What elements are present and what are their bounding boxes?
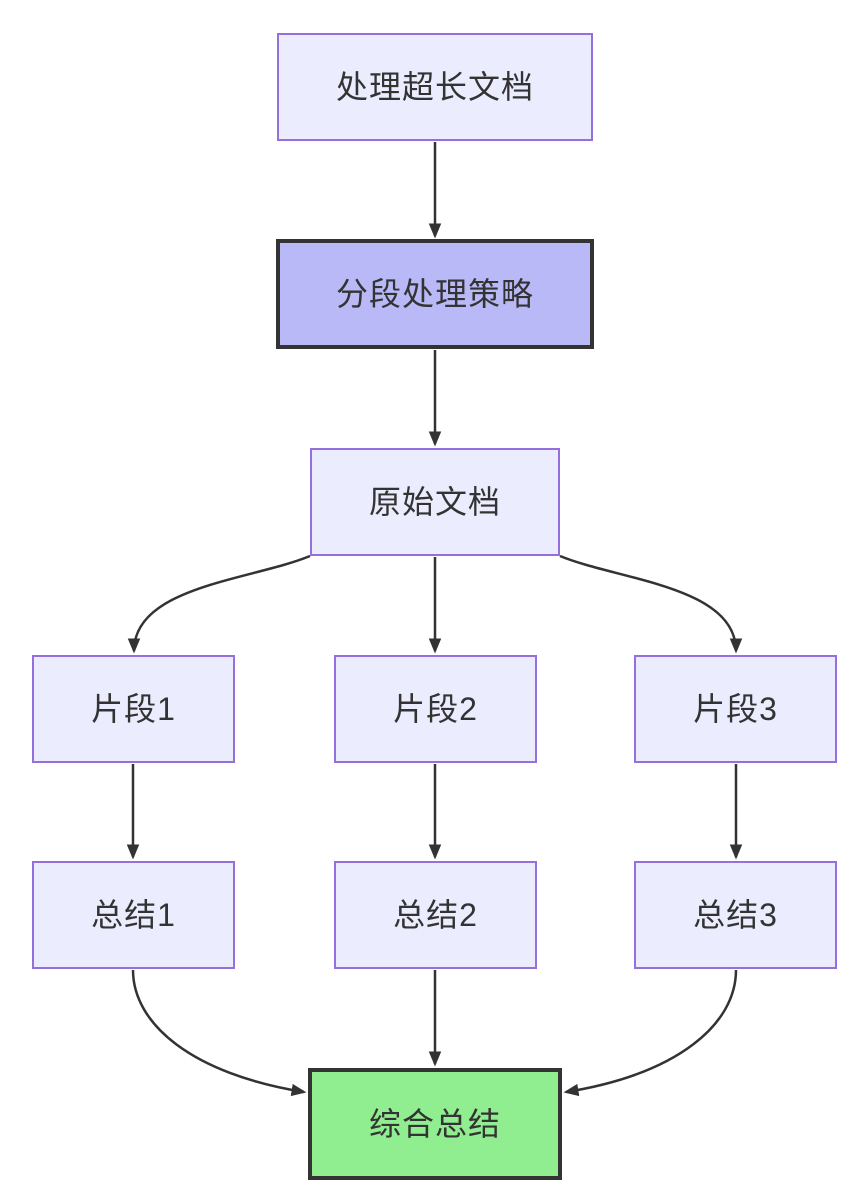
node-label: 片段3 xyxy=(693,690,778,727)
node-summary-1: 总结1 xyxy=(32,861,235,969)
node-label: 总结1 xyxy=(91,896,176,933)
edge-E3-F xyxy=(563,969,738,1097)
node-segment-strategy: 分段处理策略 xyxy=(276,239,594,349)
node-fragment-2: 片段2 xyxy=(334,655,537,763)
edge-group xyxy=(126,142,743,1097)
node-label: 片段1 xyxy=(91,690,176,727)
node-label: 处理超长文档 xyxy=(335,68,534,105)
edge-C-D1 xyxy=(127,554,311,654)
edge-E1-F xyxy=(131,969,307,1097)
node-label: 总结2 xyxy=(393,896,478,933)
node-label: 综合总结 xyxy=(368,1105,501,1142)
node-label: 分段处理策略 xyxy=(335,275,534,312)
node-handle-long-document: 处理超长文档 xyxy=(277,33,593,141)
node-fragment-1: 片段1 xyxy=(32,655,235,763)
node-summary-3: 总结3 xyxy=(634,861,837,969)
node-label: 原始文档 xyxy=(368,483,501,520)
edge-C-D3 xyxy=(559,554,743,654)
node-label: 总结3 xyxy=(693,896,778,933)
node-summary-2: 总结2 xyxy=(334,861,537,969)
node-original-document: 原始文档 xyxy=(310,448,560,556)
node-label: 片段2 xyxy=(393,690,478,727)
node-final-summary: 综合总结 xyxy=(308,1068,562,1180)
node-fragment-3: 片段3 xyxy=(634,655,837,763)
